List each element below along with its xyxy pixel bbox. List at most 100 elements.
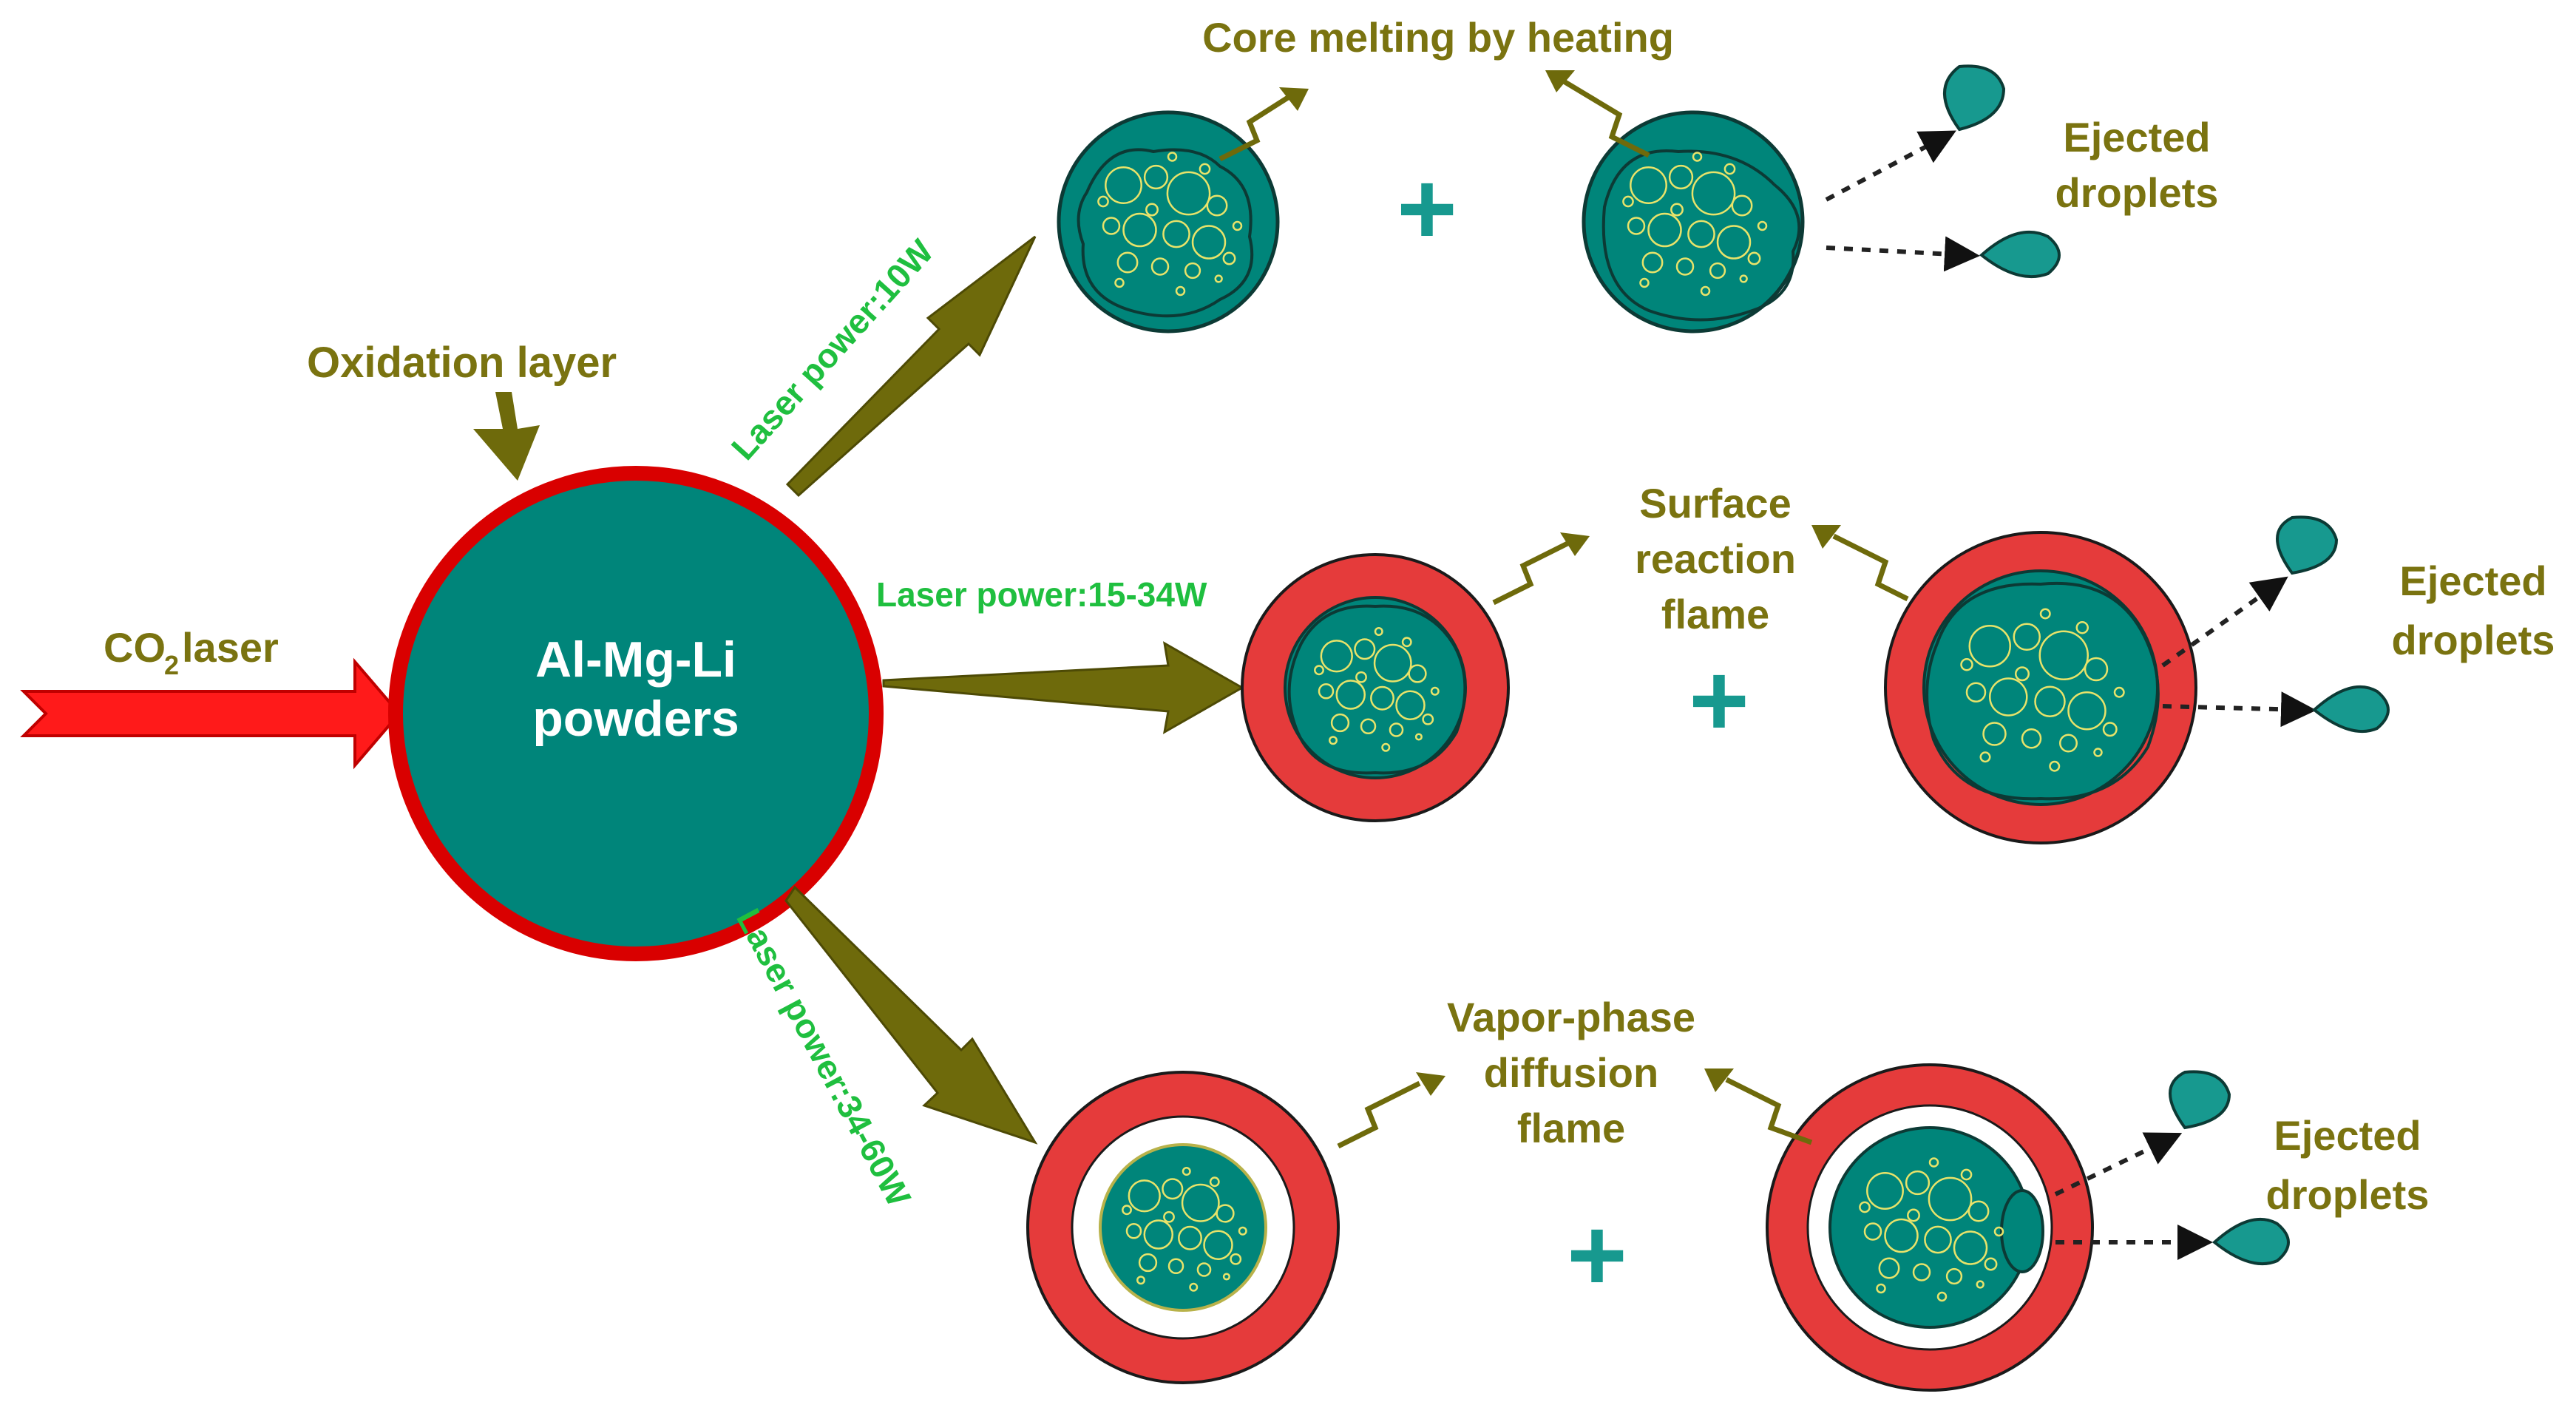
bubble [1167, 1258, 1184, 1274]
bubble [1960, 1168, 1973, 1181]
bubble [1102, 217, 1121, 235]
droplet-top-1 [1943, 64, 2006, 132]
bubble [1395, 690, 1426, 720]
bubble [1622, 195, 1634, 208]
bubble [1716, 225, 1752, 260]
bubble [1122, 1205, 1132, 1216]
bubble [1125, 1223, 1142, 1239]
bubble [1105, 166, 1142, 204]
bubble [1670, 203, 1684, 217]
core-melting-label: Core melting by heating [1202, 14, 1674, 61]
plus-sign-middle: + [1689, 642, 1749, 758]
bubble [1116, 251, 1139, 274]
powder-label-line1: Al-Mg-Li [535, 631, 736, 688]
bubble [1189, 1282, 1199, 1292]
bubble [1641, 251, 1664, 274]
particle-top-right [1582, 110, 1805, 333]
bubble [1866, 1172, 1904, 1210]
bubble [1181, 1183, 1220, 1222]
vapor-phase-flame-line2: diffusion [1484, 1049, 1658, 1096]
bubble [1700, 285, 1711, 297]
bubble [2038, 630, 2089, 680]
al-mg-li-powder-particle: Al-Mg-Li powders [388, 466, 884, 961]
surface-reaction-flame-line3: flame [1661, 591, 1769, 637]
branch-arrow-10w [785, 235, 1037, 498]
bubble [1389, 722, 1404, 737]
bubble [2084, 657, 2109, 682]
heat-arrow-middle-right-head [1811, 525, 1841, 549]
bubble [1238, 1226, 1247, 1236]
heat-arrow-top-left [1218, 94, 1292, 162]
bubble [1216, 1204, 1235, 1223]
droplet-middle-2 [2311, 685, 2390, 734]
bubble [1136, 1276, 1145, 1285]
particle-bottom-right [1766, 1063, 2094, 1392]
bubble [2015, 666, 2030, 682]
ejection-path-top-2 [1826, 236, 1980, 272]
bubble [1924, 1225, 1952, 1254]
bubble [1692, 152, 1703, 162]
bubble [2021, 728, 2042, 749]
bubble [1709, 262, 1726, 280]
vapor-phase-flame-line1: Vapor-phase [1447, 994, 1695, 1040]
bubble [1627, 217, 1646, 235]
surface-reaction-flame-line1: Surface [1639, 480, 1791, 526]
bubble [1206, 194, 1228, 217]
oxidation-layer-label: Oxidation layer [307, 339, 617, 387]
bubble [1905, 1170, 1931, 1196]
bubble [1355, 671, 1367, 683]
bubble [1739, 274, 1748, 283]
bubble [1639, 277, 1650, 288]
bubble [1143, 1219, 1173, 1250]
heat-arrow-top-left-head [1279, 87, 1309, 111]
bubble [1968, 625, 2011, 668]
bubble [1114, 277, 1125, 288]
bubble [1370, 685, 1394, 711]
laser-power-15-34w-label: Laser power:15-34W [876, 575, 1207, 614]
bubble [1320, 640, 1353, 673]
bubble [1373, 643, 1412, 683]
ejected-droplets-middle-line2: droplets [2392, 617, 2555, 663]
heat-arrow-bottom-left-head [1416, 1072, 1445, 1096]
bubble-texture [1314, 627, 1440, 752]
bubble [1214, 274, 1223, 283]
bubble [1967, 1200, 1990, 1222]
bubble [1993, 1226, 2004, 1237]
bubble [1199, 163, 1211, 175]
branch-arrow-34-60w [784, 885, 1038, 1145]
bubble [1354, 638, 1376, 660]
co2-laser-arrow [20, 657, 401, 770]
bubble [2093, 748, 2103, 757]
bubble [1630, 166, 1667, 204]
bubble [1166, 171, 1211, 216]
bubble [1960, 658, 1973, 671]
bubble [1175, 285, 1186, 297]
bubble [1912, 1263, 1931, 1281]
heat-arrow-top-right [1562, 78, 1650, 158]
bubble [1230, 1253, 1242, 1265]
powder-label-line2: powders [532, 691, 739, 747]
droplet-bottom-1 [2169, 1070, 2231, 1130]
bubble [1318, 683, 1335, 700]
particle-middle-right [1884, 531, 2197, 844]
svg-text:laser: laser [182, 624, 279, 671]
bubble-texture [1622, 152, 1768, 297]
bubble [1232, 220, 1243, 231]
bubble [1329, 736, 1338, 745]
bubble [2039, 608, 2051, 620]
bubble [1414, 733, 1423, 741]
bubble [2049, 760, 2061, 772]
bubble [2067, 691, 2106, 731]
bubble [1422, 713, 1434, 725]
heat-arrow-bottom-right [1725, 1077, 1813, 1145]
bubble [1203, 1230, 1233, 1260]
bubble [1979, 751, 1991, 763]
bubble-texture [1097, 152, 1243, 297]
bubble [1976, 1280, 1984, 1289]
plus-sign-top: + [1397, 150, 1457, 266]
ejected-droplets-bottom-line1: Ejected [2274, 1112, 2421, 1159]
bubble [1178, 1225, 1202, 1250]
particle-top-left [1057, 110, 1280, 333]
